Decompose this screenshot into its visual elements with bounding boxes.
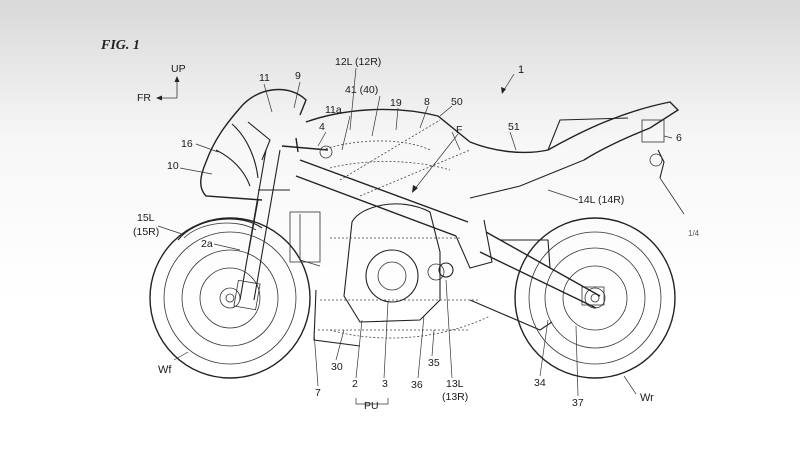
fuel-tank [305,108,471,171]
ref-4: 4 [319,121,325,133]
exhaust [329,315,491,339]
ref-1: 1 [518,64,525,76]
ref-9: 9 [295,70,301,82]
ref-41: 41 (40) [345,84,379,96]
orientation-arrows [156,76,180,101]
front-wheel [149,217,311,379]
ref-PU: PU [364,400,379,412]
ref-Wr: Wr [640,392,654,404]
ref-37: 37 [572,397,584,409]
ref-2: 2 [352,378,358,390]
seat-and-tail [469,101,685,215]
orientation-up-label: UP [171,63,186,75]
ref-15L: 15L [137,212,155,224]
leader-lines [157,67,673,405]
handlebar [281,137,333,159]
rear-wheel [514,217,676,379]
ref-12: 12L (12R) [335,56,382,68]
ref-7: 7 [315,387,321,399]
ref-6: 6 [676,132,682,144]
ref-10: 10 [167,160,179,172]
ref-11a: 11a [325,104,342,116]
ref-F: F [456,124,463,136]
ref-11: 11 [259,72,270,84]
orientation-front-label: FR [137,92,151,104]
front-fork [233,149,290,311]
ref-13R: (13R) [442,391,469,403]
swing-arm [469,231,605,331]
sheet-mark: 1/4 [688,229,700,238]
ref-35: 35 [428,357,440,369]
power-unit [289,203,480,347]
ref-13L: 13L [446,378,464,390]
ref-36: 36 [411,379,423,391]
ref-51: 51 [508,121,520,133]
ref-34: 34 [534,377,546,389]
ref-Wf: Wf [158,364,172,376]
ref-2a: 2a [201,238,213,250]
frame [295,119,493,269]
ref-8: 8 [424,96,430,108]
front-fairing [200,88,307,201]
ref-19: 19 [390,97,402,109]
figure-title: FIG. 1 [101,38,140,53]
ref-16: 16 [181,138,193,150]
ref-50: 50 [451,96,463,108]
front-fender [177,218,263,241]
ref-14: 14L (14R) [578,194,625,206]
ref-15R: (15R) [133,226,160,238]
ref-30: 30 [331,361,343,373]
ref-3: 3 [382,378,388,390]
